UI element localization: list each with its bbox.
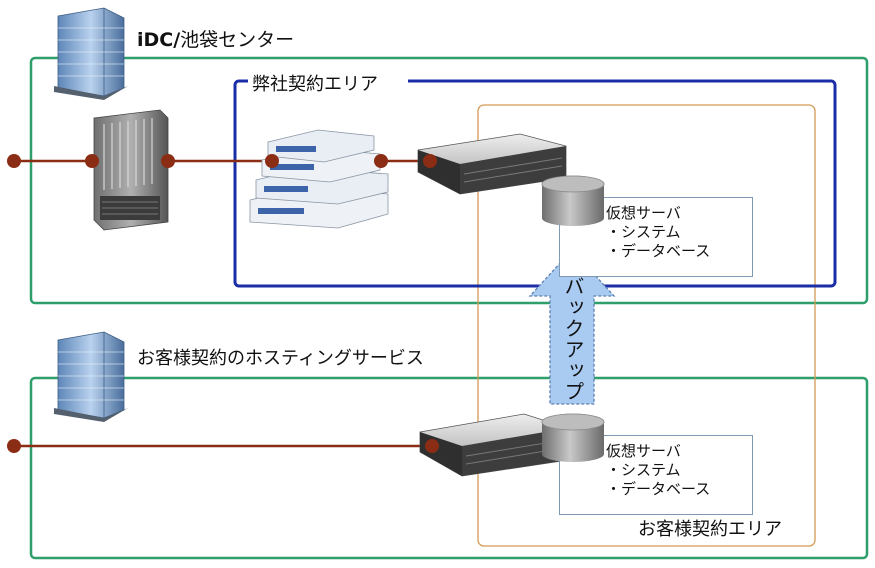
vserver-line: ・システム [606,461,681,479]
link-node [7,154,21,168]
rack-server-icon [419,413,569,477]
company-area-label-mask [248,70,408,92]
link-node [7,439,21,453]
link-node [374,154,388,168]
backup-label: バックアップ [561,276,585,402]
network-switch-icon [93,109,169,231]
vserver-line: ・データベース [606,480,711,498]
link-node [423,154,437,168]
vserver-line: ・システム [606,223,681,241]
vserver-box-top: 仮想サーバ ・システム ・データベース [559,197,753,277]
vserver-line: ・データベース [606,242,711,260]
link-node [265,154,279,168]
idc-title-bold: iDC/ [137,29,181,51]
building-icon [54,331,128,422]
link-node [425,439,439,453]
building-icon [54,7,128,100]
vserver-box-bottom: 仮想サーバ ・システム ・データベース [559,435,753,515]
link-nodes [7,154,439,453]
company-area-frame [233,79,837,288]
idc-frame [29,56,869,305]
vserver-title: 仮想サーバ [606,204,681,222]
appliance-stack-icon [249,129,389,229]
vserver-title: 仮想サーバ [606,442,681,460]
link-node [85,154,99,168]
hosting-frame [29,376,869,560]
customer-area-frame [477,104,816,547]
idc-title-rest: 池袋センター [180,29,295,51]
backup-arrow-icon [528,249,616,405]
idc-title: iDC/池袋センター [137,25,294,52]
customer-area-label: お客様契約エリア [638,519,782,540]
hosting-title: お客様契約のホスティングサービス [137,348,424,369]
link-node [161,154,175,168]
company-area-label: 弊社契約エリア [252,74,378,95]
